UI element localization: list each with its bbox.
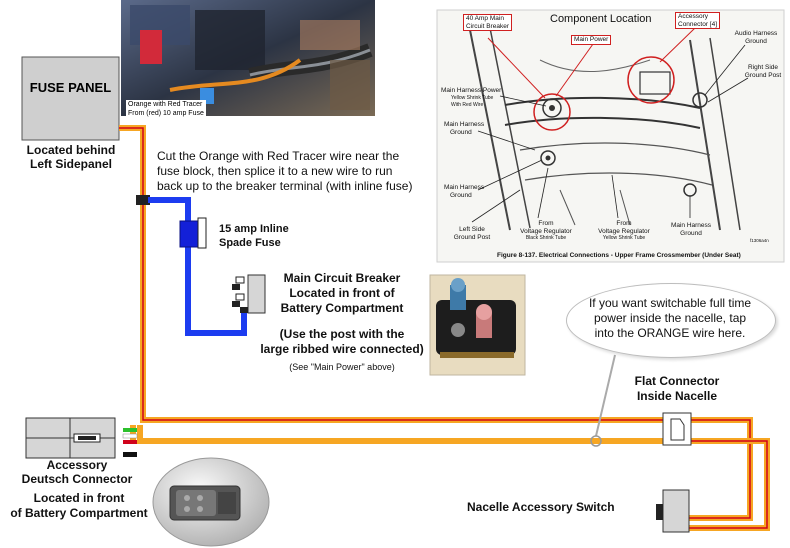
switchable-note-cloud [566, 283, 776, 358]
breaker-post-note-line-2: large ribbed wire connected) [260, 342, 424, 356]
fig-label-left-side-ground: Left Side Ground Post [448, 226, 496, 241]
fig-label-accessory-connector-line-1: Accessory [678, 13, 708, 20]
fig-label-right-side-ground: Right Side Ground Post [742, 64, 784, 79]
inline-fuse-label-line-2: Spade Fuse [219, 237, 281, 249]
figure-caption: Figure 8-137. Electrical Connections - U… [497, 252, 741, 259]
fig-label-audio-ground: Audio Harness Ground [730, 30, 782, 45]
fig-label-breaker-40: 40 Amp Main Circuit Breaker [463, 14, 512, 31]
deutsch-location-line-1: Located in front [33, 491, 125, 505]
switchable-note-line-1: If you want switchable full time [588, 296, 752, 310]
splice-point [136, 195, 150, 205]
photo-caption: Orange with Red Tracer From (red) 10 amp… [126, 100, 206, 118]
orange-wire [119, 125, 770, 531]
fig-label-vr-yellow-line-3: Yellow Shrink Tube [602, 235, 646, 241]
breaker-symbol [232, 274, 266, 314]
breaker-photo [429, 274, 526, 376]
breaker-post-note: (Use the post with the large ribbed wire… [252, 327, 432, 357]
fig-label-harness-ground-2-line-2: Ground [450, 191, 472, 199]
fig-label-vr-black-line-3: Black Shrink Tube [525, 235, 567, 241]
fig-label-vr-yellow-line-2: Voltage Regulator [598, 227, 650, 235]
photo-caption-line-1: Orange with Red Tracer [128, 101, 203, 108]
fig-id-code: f1306a4n [750, 238, 769, 243]
nacelle-switch [656, 489, 690, 533]
breaker-title: Main Circuit Breaker Located in front of… [268, 271, 416, 316]
blue-wire [148, 197, 247, 336]
fig-label-harness-power: Main Harness Power Yellow Shrink Tube Wi… [441, 87, 511, 110]
deutsch-location: Located in front of Battery Compartment [2, 491, 156, 521]
tap-point [590, 435, 602, 447]
photo-caption-line-2: From (red) 10 amp Fuse [128, 110, 204, 117]
fig-label-vr-black: From Voltage Regulator Black Shrink Tube [510, 220, 582, 243]
nacelle-switch-label: Nacelle Accessory Switch [467, 500, 615, 514]
fig-label-harness-power-line-1: Main Harness Power [441, 87, 502, 94]
fig-label-harness-ground-1: Main Harness Ground [444, 121, 484, 136]
fig-label-vr-yellow: From Voltage Regulator Yellow Shrink Tub… [588, 220, 660, 243]
switchable-note-line-2: power inside the nacelle, tap [593, 311, 747, 325]
fig-label-main-power: Main Power [571, 35, 612, 45]
splice-note: Cut the Orange with Red Tracer wire near… [157, 149, 437, 194]
fig-label-harness-ground-3-line-2: Ground [680, 229, 702, 237]
fig-label-breaker-40-line-1: 40 Amp Main [466, 15, 504, 22]
fig-label-accessory-connector: Accessory Connector [4] [675, 12, 721, 29]
fig-label-harness-ground-3-line-1: Main Harness [670, 222, 712, 229]
deutsch-location-line-2: of Battery Compartment [10, 506, 148, 520]
inline-fuse-label-line-1: 15 amp Inline [219, 223, 289, 235]
fig-label-audio-ground-line-1: Audio Harness [734, 30, 778, 37]
deutsch-title-line-1: Accessory [46, 458, 108, 472]
flat-connector-label-line-1: Flat Connector [634, 374, 720, 388]
fig-label-left-side-ground-line-2: Ground Post [453, 233, 491, 241]
switchable-note: If you want switchable full time power i… [578, 296, 762, 341]
fig-label-vr-black-line-2: Voltage Regulator [520, 227, 572, 235]
fig-label-audio-ground-line-2: Ground [745, 37, 767, 45]
figure-title: Component Location [550, 13, 652, 25]
splice-note-line-3: back up to the breaker terminal (with in… [157, 179, 413, 193]
deutsch-photo [152, 457, 270, 547]
fig-label-harness-power-line-3: With Red Wire [451, 102, 484, 108]
splice-note-line-2: fuse block, then splice it to a new wire… [157, 164, 393, 178]
deutsch-connector [25, 417, 138, 459]
switchable-note-line-3: into the ORANGE wire here. [594, 326, 746, 340]
fuse-panel-label: FUSE PANEL [29, 80, 112, 95]
fig-label-harness-ground-1-line-2: Ground [450, 128, 472, 136]
flat-connector [662, 412, 692, 446]
fig-label-accessory-connector-line-2: Connector [4] [678, 20, 718, 28]
fuse-panel-location: Located behind Left Sidepanel [12, 143, 130, 171]
deutsch-title: Accessory Deutsch Connector [12, 458, 142, 486]
splice-note-line-1: Cut the Orange with Red Tracer wire near… [157, 149, 400, 163]
fig-label-right-side-ground-line-1: Right Side [748, 64, 778, 71]
fig-label-left-side-ground-line-1: Left Side [459, 226, 485, 233]
breaker-title-line-2: Located in front of [289, 286, 395, 300]
component-location-figure [436, 9, 785, 263]
fuse-panel-location-line-2: Left Sidepanel [29, 157, 112, 171]
breaker-title-line-3: Battery Compartment [280, 301, 404, 315]
tap-pointer [595, 354, 616, 437]
inline-fuse-label: 15 amp Inline Spade Fuse [219, 222, 329, 250]
breaker-see-note: (See "Main Power" above) [289, 362, 395, 372]
deutsch-title-line-2: Deutsch Connector [21, 472, 133, 486]
fuse-panel [21, 56, 120, 141]
fig-label-harness-ground-1-line-1: Main Harness [444, 121, 485, 128]
fig-label-right-side-ground-line-2: Ground Post [744, 71, 782, 79]
fig-label-harness-ground-3: Main Harness Ground [663, 222, 719, 237]
flat-connector-label: Flat Connector Inside Nacelle [622, 374, 732, 404]
fig-label-vr-yellow-line-1: From [616, 220, 632, 227]
fuse-block-photo [121, 0, 375, 116]
fig-label-harness-ground-2: Main Harness Ground [444, 184, 484, 199]
breaker-post-note-line-1: (Use the post with the [279, 327, 405, 341]
fig-label-harness-ground-2-line-1: Main Harness [444, 184, 485, 191]
fig-label-harness-power-line-2: Yellow Shrink Tube [451, 94, 494, 101]
fig-label-vr-black-line-1: From [538, 220, 554, 227]
flat-connector-label-line-2: Inside Nacelle [636, 389, 718, 403]
fig-label-breaker-40-line-2: Circuit Breaker [466, 22, 509, 30]
inline-fuse [179, 217, 207, 249]
fuse-panel-location-line-1: Located behind [26, 143, 116, 157]
breaker-title-line-1: Main Circuit Breaker [283, 271, 401, 285]
